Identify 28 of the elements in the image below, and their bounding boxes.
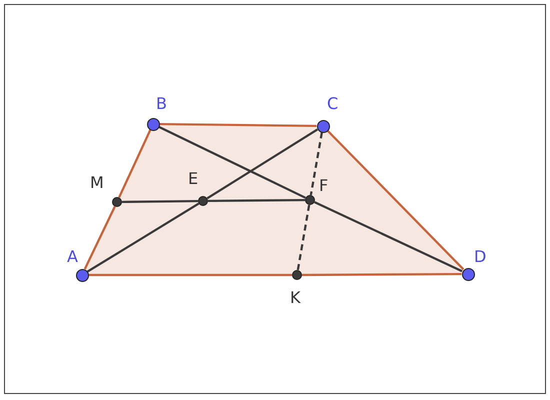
point-dot	[316, 120, 330, 132]
point-label: D	[474, 248, 486, 266]
point-label: F	[319, 177, 328, 195]
point-dot	[292, 270, 302, 280]
line-segment	[206, 128, 318, 200]
line-segment	[208, 198, 306, 202]
point-label: K	[290, 289, 300, 307]
line-segment	[86, 202, 200, 273]
point-dot	[112, 197, 122, 207]
point-label: A	[67, 248, 78, 266]
dashed-line-segment	[310, 132, 323, 196]
line-segment	[159, 122, 317, 128]
line-segment	[314, 201, 463, 272]
line-segment	[122, 200, 198, 204]
point-label: C	[327, 95, 338, 113]
point-dot	[76, 268, 88, 282]
line-segment	[302, 272, 462, 276]
point-dot	[146, 118, 160, 130]
point-label: M	[90, 174, 104, 192]
line-segment	[88, 274, 292, 276]
line-segment	[326, 130, 464, 270]
line-segment	[158, 126, 306, 199]
point-label: B	[156, 95, 167, 113]
line-segment	[118, 129, 152, 198]
dashed-line-segment	[296, 204, 310, 270]
line-segment	[84, 206, 116, 270]
point-label: E	[188, 170, 198, 188]
point-dot	[462, 268, 474, 280]
